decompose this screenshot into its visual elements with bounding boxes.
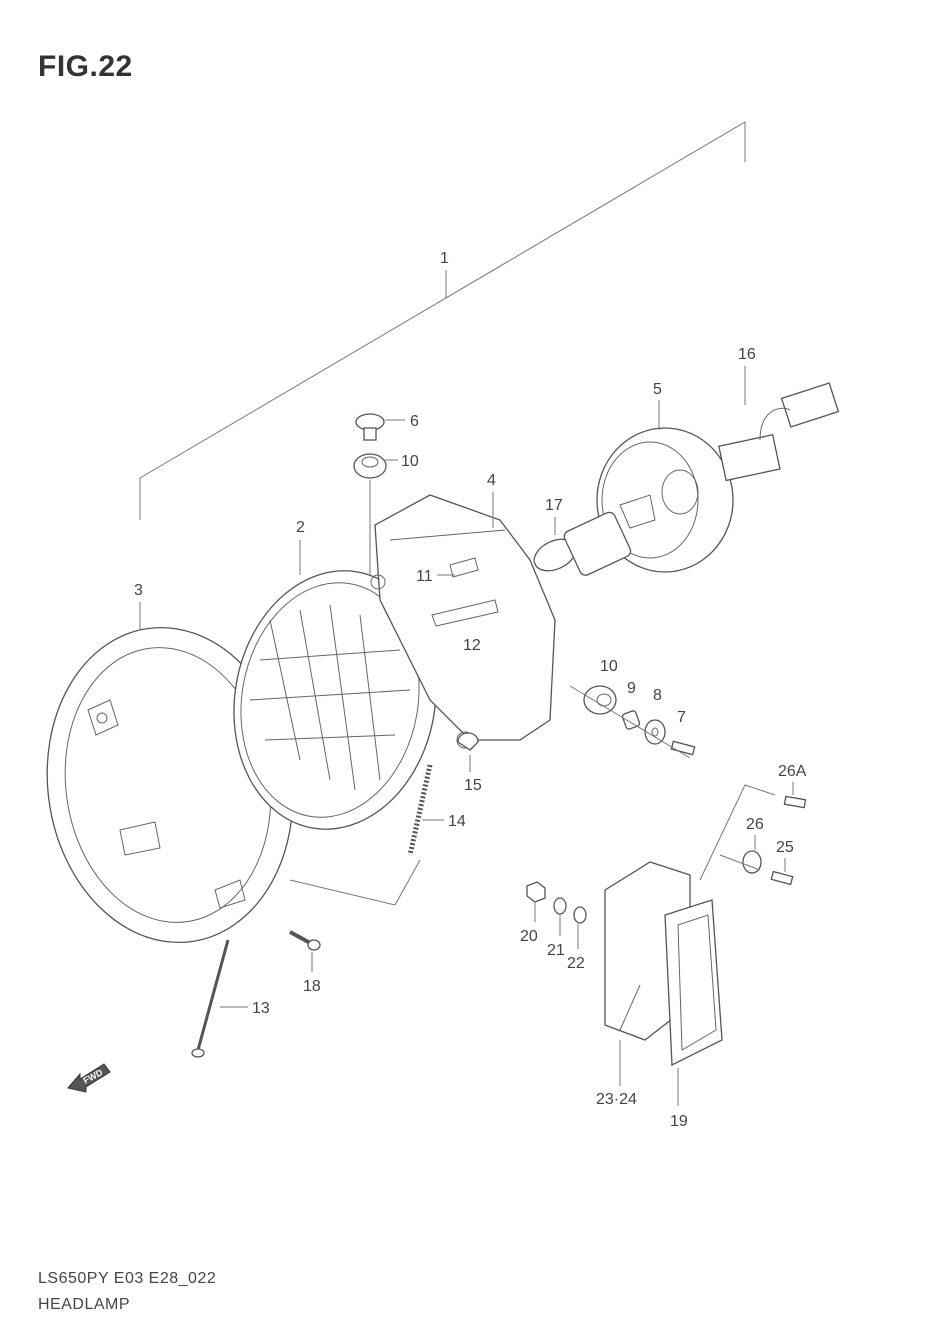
figure-title: FIG.22	[38, 50, 133, 83]
bulb-cover	[596, 427, 734, 573]
callout-25: 25	[776, 839, 794, 856]
washer-26	[742, 850, 762, 874]
callout-3: 3	[134, 582, 143, 599]
callout-2: 2	[296, 519, 305, 536]
callout-15: 15	[464, 777, 482, 794]
callout-10-side: 10	[600, 658, 618, 675]
adjust-screw-13	[191, 939, 230, 1058]
headlamp-housing	[370, 494, 556, 749]
callout-5: 5	[653, 381, 662, 398]
callout-7: 7	[677, 709, 686, 726]
washer-21	[553, 897, 567, 915]
spring-14	[407, 764, 433, 856]
callout-13: 13	[252, 1000, 270, 1017]
callout-9: 9	[627, 680, 636, 697]
callout-20: 20	[520, 928, 538, 945]
callout-26: 26	[746, 816, 764, 833]
callout-1: 1	[440, 250, 449, 267]
grommet-10-side	[583, 685, 617, 715]
callout-26a: 26A	[778, 763, 807, 780]
callout-19: 19	[670, 1113, 688, 1130]
callout-4: 4	[487, 472, 496, 489]
clip-15	[457, 732, 479, 751]
callout-6: 6	[410, 413, 419, 430]
callout-16: 16	[738, 346, 756, 363]
callout-18: 18	[303, 978, 321, 995]
callout-23-24: 23·24	[596, 1091, 637, 1108]
screw-6	[355, 413, 385, 441]
callout-8: 8	[653, 687, 662, 704]
nut-20	[526, 881, 546, 903]
bolt-7	[670, 740, 696, 756]
model-code: LS650PY E03 E28_022	[38, 1270, 217, 1287]
screw-26a	[783, 795, 807, 809]
socket-connector	[718, 382, 840, 482]
callout-10-top: 10	[401, 453, 419, 470]
callout-12: 12	[463, 637, 481, 654]
screw-25	[770, 870, 794, 886]
callout-17: 17	[545, 497, 563, 514]
reflector-19	[664, 899, 723, 1067]
callout-22: 22	[567, 955, 585, 972]
collar-9	[621, 710, 641, 730]
callout-21: 21	[547, 942, 565, 959]
headlamp-lens-unit	[233, 570, 437, 830]
fwd-arrow-icon: FWD	[67, 1063, 111, 1093]
washer-8	[644, 719, 666, 745]
washer-22	[573, 906, 587, 924]
callout-14: 14	[448, 813, 466, 830]
grommet-10-top	[353, 453, 387, 479]
assembly-bracket	[139, 121, 746, 520]
headlamp-bulb	[533, 494, 656, 576]
screw-18	[289, 930, 321, 951]
callout-11: 11	[416, 568, 433, 585]
section-name: HEADLAMP	[38, 1296, 131, 1313]
